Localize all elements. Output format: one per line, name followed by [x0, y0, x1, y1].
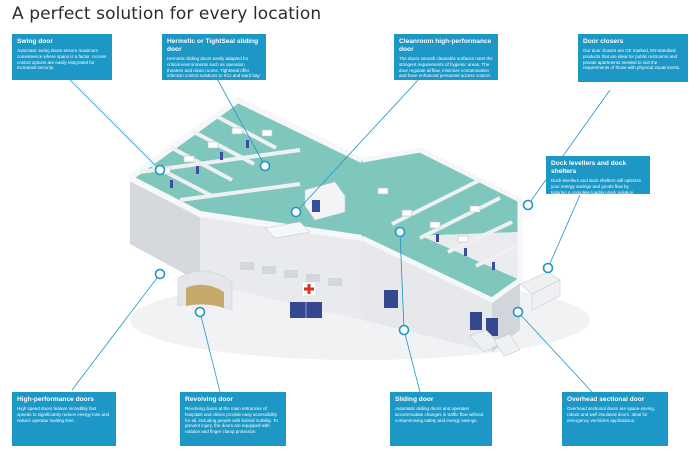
callout-title: Cleanroom high-performance door — [399, 38, 492, 53]
callout-text: Hermetic sliding doors easily adapted fo… — [167, 56, 260, 80]
callout-title: Revolving door — [185, 396, 233, 403]
callout-title: Dock levellers and dock shelters — [551, 160, 627, 175]
callout-text: High speed doors feature incredibly fast… — [17, 406, 110, 423]
callout-title: Swing door — [17, 38, 53, 45]
callout-text: Overhead sectional doors are space-savin… — [567, 406, 656, 423]
callout-text: Automatic sliding doors and operates acc… — [395, 406, 484, 423]
callout-door-closers[interactable]: Door closers Our door closers are CE mar… — [578, 34, 688, 82]
callout-title: High-performance doors — [17, 396, 94, 403]
callout-text: Automatic swing doors ensure maximum con… — [17, 48, 107, 71]
callout-title: Overhead sectional door — [567, 396, 645, 403]
callout-text: Dock levellers and dock shelters will op… — [551, 178, 642, 194]
callout-title: Hermetic or TightSeal sliding door — [167, 38, 259, 53]
callout-title: Door closers — [583, 38, 624, 45]
callout-cleanroom-door[interactable]: Cleanroom high-performance door The door… — [394, 34, 498, 80]
callout-swing-door[interactable]: Swing door Automatic swing doors ensure … — [12, 34, 112, 80]
callout-sliding-door[interactable]: Sliding door Automatic sliding doors and… — [390, 392, 492, 446]
callout-text: Revolving doors at the main entrances of… — [185, 406, 278, 435]
callout-text: Our door closers are CE marked, EN-stand… — [583, 48, 681, 71]
callout-hermetic-sliding-door[interactable]: Hermetic or TightSeal sliding door Herme… — [162, 34, 266, 80]
callout-revolving-door[interactable]: Revolving door Revolving doors at the ma… — [180, 392, 286, 446]
callout-dock-levellers[interactable]: Dock levellers and dock shelters Dock le… — [546, 156, 650, 194]
callout-text: The doors smooth cleanable surfaces meet… — [399, 56, 493, 79]
callout-title: Sliding door — [395, 396, 434, 403]
callout-overhead-sectional-door[interactable]: Overhead sectional door Overhead section… — [562, 392, 668, 446]
page-title: A perfect solution for every location — [12, 4, 322, 24]
callout-high-performance-doors[interactable]: High-performance doors High speed doors … — [12, 392, 116, 446]
